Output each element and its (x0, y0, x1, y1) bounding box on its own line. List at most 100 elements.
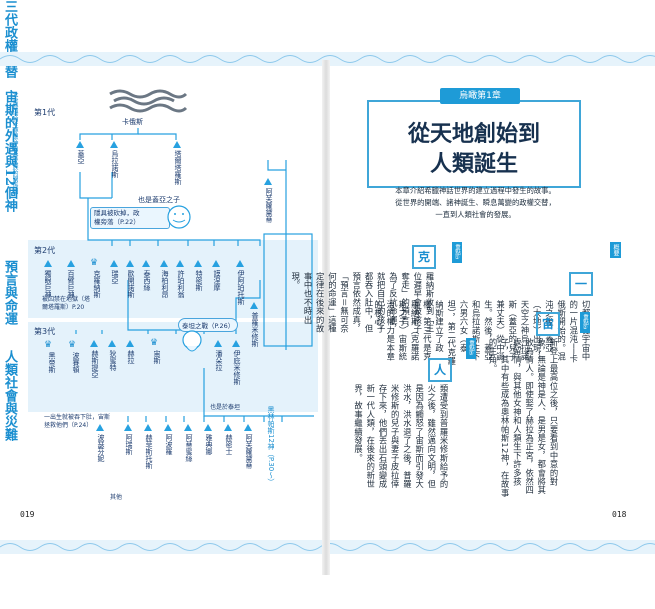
artemis-node: 阿蒂蜜絲 (185, 434, 193, 462)
demeter-node: 狄蜜特 (109, 350, 117, 371)
section4-body: 類遭受到普羅米修斯給予的火之後，雖然邁向文明，但是因為觸怒了宙斯而引發大洪水，洪… (353, 384, 449, 489)
uranus-face-icon (167, 205, 191, 229)
book-spine (322, 60, 330, 575)
gen1-note: 也是蓋亞之子 (138, 196, 180, 204)
aphrodite-node: 阿芙蘿黛蒂 (265, 188, 273, 223)
themis-node: 許珀利翁 (177, 270, 185, 298)
family-tree-lines (75, 128, 314, 422)
others-node: 其他 (110, 494, 123, 501)
hera-node: 赫拉 (127, 350, 135, 364)
right-page-number: 018 (612, 510, 627, 519)
demeter-marker-icon (108, 340, 116, 347)
swallowed-note: 一出生就被吞下肚，宙斯 拯救他們（P.24） (44, 414, 144, 430)
tag-point-2: 重點② (580, 312, 590, 333)
crown-icon: ♛ (44, 340, 53, 350)
chapter-title-line2: 人類誕生 (429, 151, 518, 177)
intro-line2: 從世界的開端、諸神誕生、瞬息萬變的政權交替， (395, 198, 556, 207)
prometheus-marker-icon (250, 302, 258, 309)
gen1-label: 第1代 (34, 108, 56, 117)
section2-heading: 宙斯的外遇與12個神 (2, 90, 17, 213)
swallowed-note-line1: 一出生就被吞下肚，宙斯 (44, 414, 111, 421)
pandora-marker-icon (214, 340, 222, 347)
child-marker-icon (124, 424, 132, 431)
tartarus-node: 塔爾塔羅斯 (174, 150, 182, 185)
intro-line3: 一直到人類社會的發展。 (435, 210, 516, 219)
rhea-node: 瑞亞 (111, 270, 119, 284)
crown-icon: ♛ (150, 338, 159, 348)
mnemosyne-marker-icon (194, 260, 202, 267)
uranus-marker-icon (110, 141, 118, 148)
ares-node: 阿瑞斯 (125, 434, 133, 455)
theia-marker-icon (212, 260, 220, 267)
intro-line1: 本章介紹希臘神話世界的建立過程中發生的故事。 (395, 186, 556, 195)
cyclops-marker-icon (44, 260, 52, 267)
gen2-panel (28, 240, 318, 318)
crown-icon: ♛ (68, 340, 77, 350)
olympians-label: 黑林帕斯12神（P.30～） (267, 406, 275, 486)
castration-callout-line1: 隱具被砍掉，政 (94, 209, 140, 217)
oceanus-marker-icon (126, 260, 134, 267)
tartarus-marker-icon (173, 141, 181, 148)
aphrodite-child-node: 阿芙蘿黛蒂 (245, 434, 253, 469)
zeus-face-icon (182, 330, 202, 352)
hecatoncheires-marker-icon (67, 260, 75, 267)
gaia-marker-icon (76, 141, 84, 148)
themis-marker-icon (176, 260, 184, 267)
child-marker-icon (96, 424, 104, 431)
poseidon-node: 波賽頓 (72, 352, 80, 373)
section4-badge: 人 (428, 358, 452, 382)
uranus-node: 烏拉諾斯 (111, 150, 119, 178)
wave-pattern-icon (0, 543, 655, 551)
hera-marker-icon (126, 340, 134, 347)
child-marker-icon (204, 424, 212, 431)
rhea-marker-icon (110, 260, 118, 267)
hades-node: 黑帝斯 (48, 352, 56, 373)
aphrodite-marker-icon (264, 178, 272, 185)
chapter-intro: 本章介紹希臘神話世界的建立過程中發生的故事。 從世界的開端、諸神誕生、瞬息萬變的… (378, 185, 573, 221)
tag-overview: 概要 (610, 242, 621, 258)
prison-note-line2: 爾塔羅斯）P.20 (42, 304, 85, 311)
iapetus-marker-icon (236, 260, 244, 267)
prison-note: 被囚禁在地獄（塔 爾塔羅斯）P.20 (42, 296, 114, 312)
theia-node: 謨涅摩 (213, 270, 221, 291)
hyperion-marker-icon (160, 260, 168, 267)
left-page-number: 019 (20, 510, 35, 519)
zeus-node: 宙斯 (153, 350, 161, 364)
gaia-node: 蓋亞 (77, 150, 85, 164)
child-marker-icon (144, 424, 152, 431)
castration-callout-line2: 權旁落（P.22） (94, 218, 140, 226)
section3-badge: 克 (412, 245, 436, 269)
child-marker-icon (164, 424, 172, 431)
section1-badge: 一 (569, 272, 593, 296)
section3-body: 羅納斯收到「王位遲早會被孩子奪走」的預言，為了反抗命運，就把自己的孩子都吞入肚中… (290, 272, 435, 333)
castration-callout: 隱具被砍掉，政 權旁落（P.22） (90, 207, 170, 229)
mnemosyne-node: 特密斯 (195, 270, 203, 291)
hecatoncheires-node: 百臂巨神 (67, 270, 75, 298)
crown-icon: ♛ (90, 258, 99, 268)
tethys-node: 泰西絲 (143, 270, 151, 291)
side-caption: 本書登場的主要眾神和各家族的關係圖 (11, 92, 18, 194)
tag-point-3: 重點③ (466, 338, 476, 359)
tethys-marker-icon (142, 260, 150, 267)
section3-heading: 預言與命運 (2, 260, 17, 325)
chapter-ribbon: 烏瞰第1章 (440, 88, 520, 104)
hyperion-node: 海柏利昂 (161, 270, 169, 298)
chapter-title-line1: 從天地創始到 (407, 121, 540, 147)
hestia-marker-icon (90, 340, 98, 347)
tag-point-1: 重點① (452, 242, 462, 263)
epimetheus-node: 伊庇米修斯 (233, 350, 241, 385)
apollo-node: 阿波羅 (165, 434, 173, 455)
chaos-cloud-icon (109, 89, 188, 113)
cyclops-node: 獨眼巨神 (44, 270, 52, 298)
persephone-node: 波瑟芬妮 (97, 434, 105, 462)
gen2-label: 第2代 (34, 246, 56, 255)
chaos-node: 卡俄斯 (122, 118, 143, 126)
child-marker-icon (244, 424, 252, 431)
hephaestus-node: 赫菲斯托斯 (145, 434, 153, 469)
prison-note-line1: 被囚禁在地獄（塔 (42, 296, 91, 303)
athena-node: 雅典娜 (205, 434, 213, 455)
top-decorative-band (0, 52, 655, 66)
child-marker-icon (184, 424, 192, 431)
section4-heading: 人類社會與災難 (2, 350, 17, 441)
section1-heading: 三代政權交替 (2, 0, 17, 78)
